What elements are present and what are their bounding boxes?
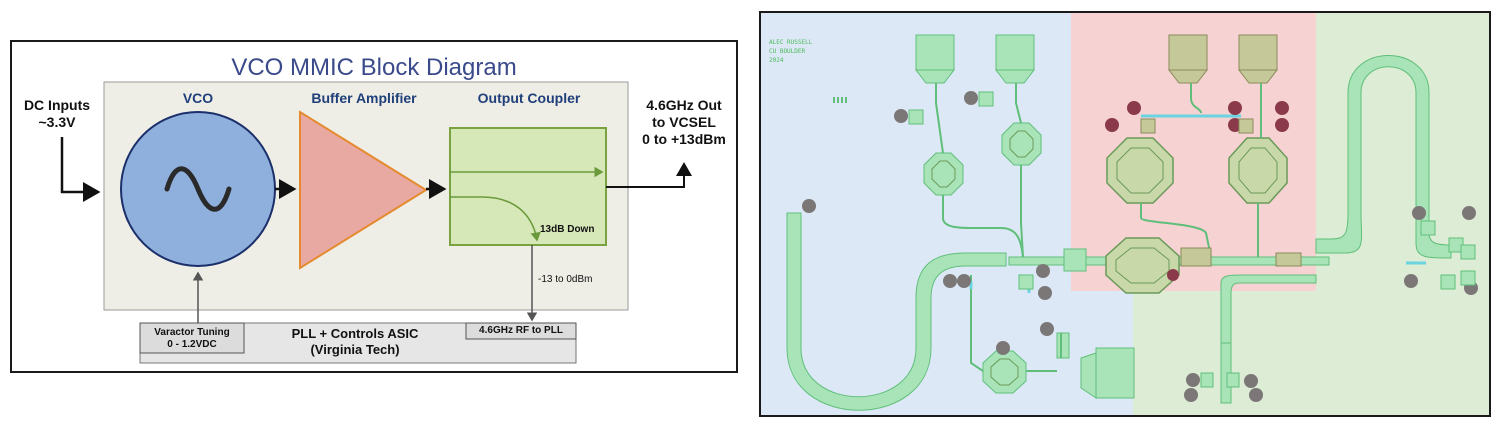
asic-label-line-2: (Virginia Tech) (310, 342, 400, 357)
dc-inputs-line-1: DC Inputs (23, 97, 91, 113)
buffer-amplifier-label: Buffer Amplifier (311, 90, 417, 106)
varactor-box (139, 322, 245, 354)
green-region-right (1316, 13, 1489, 415)
buffer-amplifier-triangle (299, 110, 428, 270)
varactor-tuning-label: Varactor Tuning 0 - 1.2VDC (140, 327, 244, 351)
chip-text-line-1: ALEC RUSSELL (769, 39, 813, 46)
varactor-line-1: Varactor Tuning (154, 327, 230, 338)
coupler-down-label: 13dB Down (540, 224, 595, 235)
chip-signature: ALEC RUSSELL CU BOULDER 2024 (769, 38, 812, 65)
coupled-level-label: -13 to 0dBm (538, 274, 593, 285)
lower-right-trace (1220, 274, 1317, 344)
vco-label: VCO (182, 90, 214, 106)
inductor-center (1105, 237, 1180, 294)
output-coupler-label: Output Coupler (477, 90, 581, 106)
chip-text-line-2: CU BOULDER (769, 48, 806, 55)
sine-wave-icon (164, 166, 232, 212)
rf-to-pll-box (465, 322, 577, 340)
dc-inputs-line-2: ~3.3V (38, 114, 76, 130)
output-label-line-3: 0 to +13dBm (642, 131, 726, 147)
varactor-line-2: 0 - 1.2VDC (167, 339, 217, 350)
rf-to-pll-label: 4.6GHz RF to PLL (479, 325, 563, 336)
u-trace (786, 212, 1007, 411)
output-coupler-box (449, 127, 607, 246)
asic-label-line-1: PLL + Controls ASIC (291, 326, 419, 341)
asic-label: PLL + Controls ASIC (Virginia Tech) (244, 326, 466, 358)
page-title: VCO MMIC Block Diagram (231, 54, 517, 81)
dc-inputs-label: DC Inputs ~3.3V (22, 97, 92, 131)
output-label-line-1: 4.6GHz Out (646, 97, 722, 113)
output-label: 4.6GHz Out to VCSEL 0 to +13dBm (634, 97, 734, 148)
chip-layout-drawing (761, 13, 1489, 415)
chip-layout-panel: ALEC RUSSELL CU BOULDER 2024 (759, 11, 1491, 417)
chip-text-line-3: 2024 (769, 57, 784, 64)
output-label-line-2: to VCSEL (652, 114, 716, 130)
inductor-red-right (1228, 137, 1288, 204)
block-diagram-drawing (60, 81, 692, 364)
block-diagram-panel: VCO MMIC Block Diagram DC Inputs ~3.3V V… (10, 40, 738, 373)
inductor-red-left (1106, 137, 1174, 204)
